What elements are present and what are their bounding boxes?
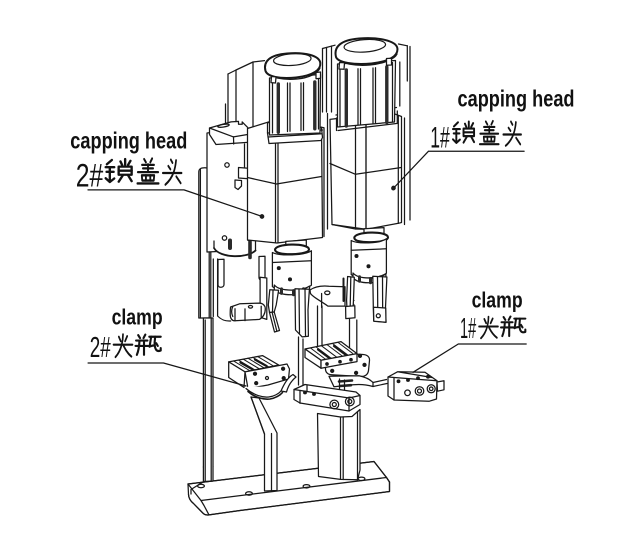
svg-text:capping head: capping head xyxy=(458,85,575,111)
svg-text:capping head: capping head xyxy=(70,127,187,153)
svg-text:1#: 1# xyxy=(460,313,476,345)
svg-text:clamp: clamp xyxy=(112,305,163,330)
svg-text:1#: 1# xyxy=(430,121,450,154)
svg-text:2#: 2# xyxy=(90,332,111,364)
svg-text:clamp: clamp xyxy=(472,287,523,312)
svg-text:2#: 2# xyxy=(76,158,104,194)
